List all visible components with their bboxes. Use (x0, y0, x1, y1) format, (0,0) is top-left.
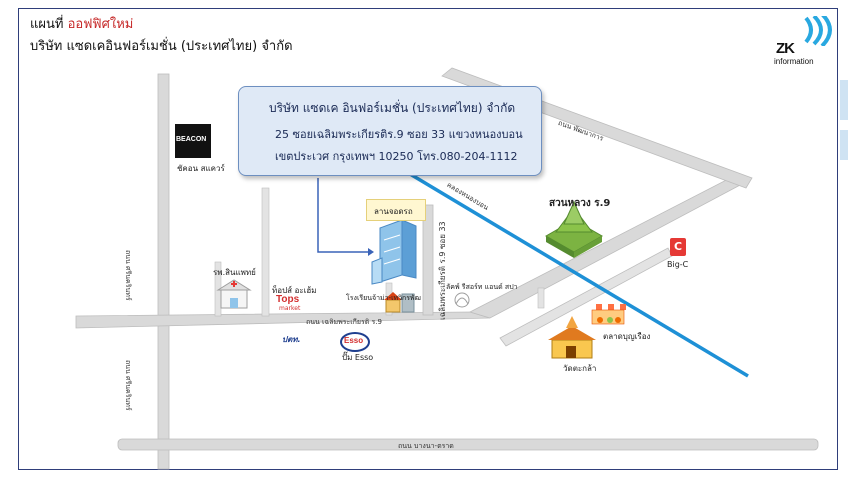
canal-nongbon (399, 166, 749, 378)
label-gym: ลัคพ์ รีสอร์ท แอนด์ สปา (446, 283, 518, 291)
label-road-srinakarin-bottom: ถนน ศรีนครินทร์ (124, 360, 132, 411)
callout-address-line1: 25 ซอยเฉลิมพระเกียรติร.9 ซอย 33 แขวงหนอง… (275, 128, 523, 141)
callout-company: บริษัท แซดเค อินฟอร์เมชั่น (ประเทศไทย) จ… (269, 101, 516, 115)
signal-waves-icon (804, 16, 832, 46)
zk-logo: ZK information (774, 16, 834, 70)
label-market: ตลาดบุญเรือง (603, 332, 651, 341)
gym-icon (454, 292, 470, 308)
label-beacon: ชัคอน สแควร์ (177, 164, 225, 173)
logo-mark: ZK (776, 40, 795, 57)
logo-text: information (774, 57, 814, 66)
temple-icon (548, 316, 596, 359)
beacon-logo-text: BEACON (176, 136, 207, 143)
edge-decoration (840, 80, 848, 160)
label-esso: ปั๊ม Esso (342, 353, 374, 362)
landmark-box (366, 199, 426, 221)
label-road-chalerm: ถนน เฉลิมพระเกียรติ ร.9 (306, 318, 382, 326)
label-road-bangna: ถนน บางนา-ตราด (398, 442, 454, 450)
page-title: แผนที่ ออฟฟิศใหม่ (30, 13, 133, 34)
title-prefix: แผนที่ (30, 17, 68, 32)
label-bigc: Big-C (667, 260, 689, 269)
pagoda-icon (544, 200, 604, 258)
office-building-icon (371, 219, 417, 285)
callout-address-line2: เขตประเวศ กรุงเทพฯ 10250 โทร.080-204-111… (275, 150, 518, 163)
page-subtitle: บริษัท แซดเคอินฟอร์เมชั่น (ประเทศไทย) จำ… (30, 39, 293, 54)
label-landmark: ลานจอดรถ (374, 207, 413, 216)
esso-logo-text: Esso (344, 336, 364, 345)
esso-logo: Esso (340, 332, 370, 352)
label-road-srinakarin-top: ถนน ศรีนครินทร์ (124, 250, 132, 301)
tops-logo: Tops (276, 294, 300, 305)
connector-arrowhead (368, 248, 374, 256)
beacon-logo: BEACON (175, 124, 211, 158)
road-side-1 (261, 187, 270, 317)
ptt-logo: ปตท. (282, 335, 301, 344)
label-temple: วัดตะกล้า (563, 364, 597, 373)
address-callout: บริษัท แซดเค อินฟอร์เมชั่น (ประเทศไทย) จ… (238, 86, 542, 176)
label-school: โรงเรียนจ้าม่า-เทวิกรพัฒ (346, 294, 421, 302)
bigc-logo: C (670, 238, 686, 256)
school-icon (384, 292, 415, 313)
label-park: สวนหลวง ร.9 (549, 198, 611, 209)
bigc-logo-text: C (674, 240, 683, 253)
callout-connector (317, 178, 368, 253)
hospital-icon (216, 279, 252, 309)
road-soi33 (422, 204, 434, 316)
label-road-soi33: เฉลิมพระเกียรติ ร.9 ซอย 33 (438, 221, 447, 320)
tops-logo-sub: market (279, 305, 301, 312)
label-tops: ท็อปส์ อะเฮ้ม (272, 286, 317, 295)
road-secondary-diagonal (499, 247, 673, 347)
road-side-4 (537, 287, 545, 309)
road-srinakarin (157, 73, 170, 470)
market-icon (590, 304, 626, 325)
title-accent: ออฟฟิศใหม่ (67, 17, 134, 32)
road-bangna-trad (117, 438, 819, 451)
label-hospital: รพ.สินแพทย์ (213, 268, 256, 277)
